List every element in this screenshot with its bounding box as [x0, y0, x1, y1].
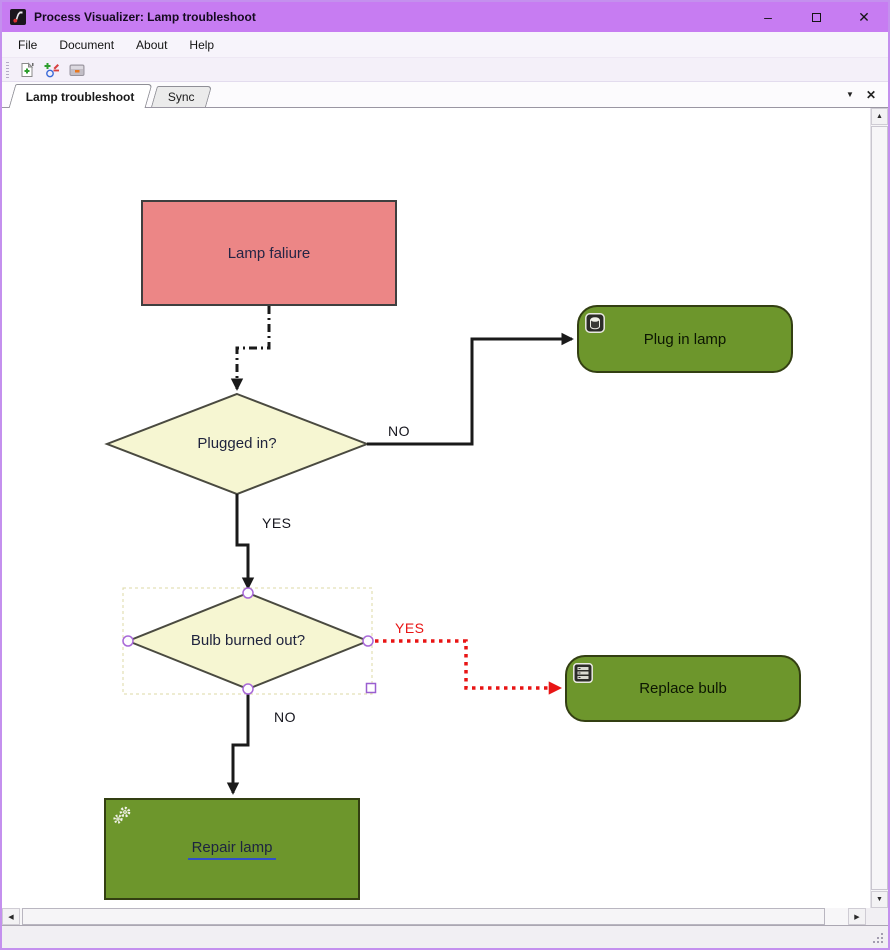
maximize-icon — [811, 12, 821, 22]
title-bar[interactable]: Process Visualizer: Lamp troubleshoot – … — [2, 2, 888, 32]
selection-handle-top[interactable] — [242, 587, 254, 599]
selection-handle-bottom[interactable] — [242, 683, 254, 695]
connector-failure-to-plugged[interactable] — [230, 306, 271, 391]
toolbar-gripper[interactable] — [6, 61, 9, 78]
new-document-icon[interactable] — [18, 61, 36, 79]
diagram-edges-layer — [104, 306, 574, 795]
node-plug-in-lamp[interactable]: Plug in lamp — [577, 305, 793, 373]
menu-file[interactable]: File — [18, 37, 38, 52]
tab-label: Lamp troubleshoot — [25, 89, 135, 104]
connector-plugged-yes[interactable] — [235, 494, 255, 590]
tab-strip-controls: ▼ ✕ — [846, 88, 888, 102]
node-replace-bulb[interactable]: Replace bulb — [565, 655, 801, 722]
server-icon — [573, 663, 593, 687]
connector-plugged-no[interactable] — [367, 332, 574, 446]
connector-bulb-no[interactable] — [226, 689, 250, 795]
tab-close-icon[interactable]: ✕ — [865, 87, 876, 102]
tab-strip: Lamp troubleshoot Sync ▼ ✕ — [2, 82, 888, 108]
tab-lamp-troubleshoot[interactable]: Lamp troubleshoot — [8, 84, 153, 108]
scroll-up-icon[interactable]: ▲ — [871, 108, 888, 125]
selection-handle-left[interactable] — [122, 635, 134, 647]
database-icon — [585, 313, 605, 337]
node-repair-lamp[interactable]: Repair lamp — [104, 798, 360, 900]
vertical-scrollbar-thumb[interactable] — [871, 126, 888, 890]
horizontal-scrollbar-track[interactable] — [20, 908, 848, 925]
selection-handle-corner[interactable] — [365, 682, 377, 694]
connector-bulb-yes[interactable] — [375, 639, 562, 695]
menu-document[interactable]: Document — [59, 37, 115, 52]
edge-label-plugged-no: NO — [388, 423, 410, 439]
node-lamp-failure[interactable]: Lamp faliure — [141, 200, 397, 306]
vertical-scrollbar[interactable]: ▲ ▼ — [870, 108, 888, 908]
scrollbar-corner — [866, 908, 888, 925]
scroll-left-icon[interactable]: ◀ — [2, 908, 20, 925]
tab-sync[interactable]: Sync — [150, 86, 212, 107]
edge-label-bulb-yes: YES — [395, 620, 425, 636]
node-label: Replace bulb — [639, 680, 727, 697]
diagram-canvas[interactable]: Lamp faliure Plug in lamp — [2, 108, 870, 908]
edge-label-bulb-no: NO — [274, 709, 296, 725]
tab-label: Sync — [167, 90, 195, 104]
resize-grip-icon[interactable] — [871, 931, 883, 943]
edit-shapes-icon[interactable] — [43, 61, 61, 79]
minimize-button[interactable]: – — [764, 9, 772, 25]
tab-list-dropdown-icon[interactable]: ▼ — [846, 90, 854, 99]
decision-label-plugged-in: Plugged in? — [197, 435, 277, 452]
menu-about[interactable]: About — [136, 37, 168, 52]
node-label: Lamp faliure — [227, 244, 311, 262]
menu-help[interactable]: Help — [189, 37, 215, 52]
menu-bar: File Document About Help — [2, 32, 888, 57]
node-label: Plug in lamp — [643, 330, 727, 348]
panel-icon[interactable] — [68, 61, 86, 79]
edge-label-plugged-yes: YES — [262, 515, 292, 531]
gears-icon — [112, 806, 134, 832]
node-label-link[interactable]: Repair lamp — [187, 839, 277, 860]
scroll-right-icon[interactable]: ▶ — [848, 908, 866, 925]
status-bar — [2, 926, 888, 948]
scroll-down-icon[interactable]: ▼ — [871, 891, 888, 908]
horizontal-scrollbar-thumb[interactable] — [22, 908, 826, 925]
horizontal-scrollbar[interactable]: ◀ ▶ — [2, 908, 888, 926]
close-button[interactable]: ✕ — [858, 8, 870, 25]
maximize-button[interactable] — [792, 2, 840, 32]
selection-handle-right[interactable] — [362, 635, 374, 647]
window-title: Process Visualizer: Lamp troubleshoot — [34, 10, 256, 24]
toolbar — [2, 57, 888, 82]
app-icon — [10, 9, 26, 25]
decision-label-bulb-burned-out: Bulb burned out? — [190, 632, 306, 649]
